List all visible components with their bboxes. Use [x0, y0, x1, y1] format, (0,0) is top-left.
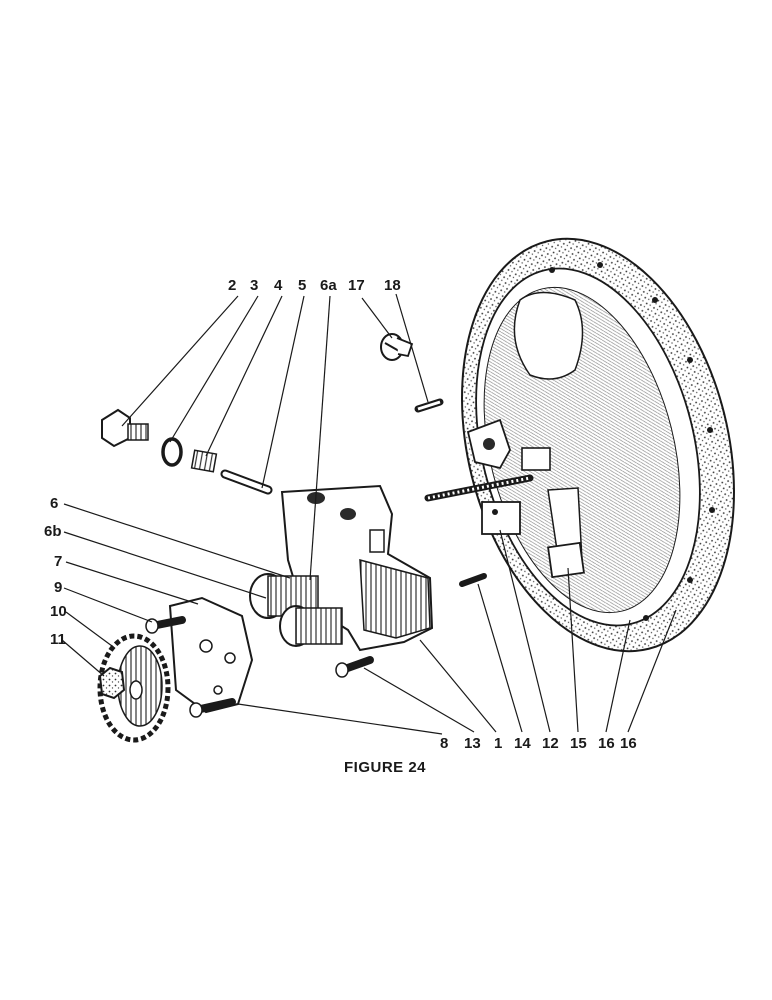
callout-2: 2	[228, 277, 236, 294]
relief-plug-2	[101, 408, 149, 448]
callout-13: 13	[464, 735, 481, 752]
callout-1: 1	[494, 735, 502, 752]
rear-cover-housing	[461, 237, 735, 653]
pin-14	[459, 573, 487, 587]
callout-14: 14	[514, 735, 531, 752]
callout-6a: 6a	[320, 277, 337, 294]
bolt-9	[145, 616, 186, 634]
leader-16b	[627, 609, 677, 733]
leader-9	[63, 587, 153, 623]
pump-rotors	[249, 573, 343, 647]
leader-10	[65, 611, 113, 647]
leader-15	[567, 567, 579, 733]
cover-lug-top	[521, 447, 551, 471]
leader-lines	[61, 293, 677, 735]
callout-4: 4	[274, 277, 283, 294]
spring-4	[190, 449, 218, 473]
plunger-5	[220, 469, 273, 495]
leader-3	[169, 295, 259, 443]
leader-11	[61, 639, 105, 677]
cover-bracket-15	[547, 541, 585, 579]
pin-18	[414, 398, 444, 413]
bolt-8	[189, 698, 236, 718]
callout-6: 6	[50, 495, 58, 512]
callout-7: 7	[54, 553, 62, 570]
screw-17	[380, 333, 414, 361]
leader-1	[419, 639, 497, 733]
callout-labels: 2 3 4 5 6a 17 18 6 6b 7 9 10 11 8 13 1 1…	[44, 277, 637, 752]
callout-5: 5	[298, 277, 306, 294]
leader-8	[237, 703, 443, 735]
leader-17	[361, 297, 393, 339]
leader-13	[363, 667, 475, 733]
callout-10: 10	[50, 603, 67, 620]
leader-14	[477, 583, 523, 733]
leader-7	[65, 561, 199, 605]
callout-16b: 16	[620, 735, 637, 752]
leader-2	[121, 295, 239, 427]
callout-18: 18	[384, 277, 401, 294]
nut-11	[98, 666, 126, 700]
leader-6a	[309, 295, 331, 581]
leader-18	[395, 293, 429, 403]
leader-5	[261, 295, 305, 489]
long-stud	[424, 474, 534, 502]
callout-17: 17	[348, 277, 365, 294]
callout-9: 9	[54, 579, 62, 596]
callout-15: 15	[570, 735, 587, 752]
leader-16a	[605, 619, 631, 733]
leader-4	[205, 295, 283, 457]
callout-12: 12	[542, 735, 559, 752]
bolt-13	[335, 656, 374, 678]
bracket-12	[481, 501, 521, 535]
callout-11: 11	[50, 631, 66, 648]
callout-6b: 6b	[44, 523, 62, 540]
callout-16a: 16	[598, 735, 615, 752]
leader-12	[499, 529, 551, 733]
leader-6b	[63, 531, 267, 599]
callout-8: 8	[440, 735, 448, 752]
pump-cover-plate	[168, 596, 254, 714]
callout-3: 3	[250, 277, 258, 294]
figure-caption: FIGURE 24	[344, 759, 426, 776]
washer-3	[161, 437, 183, 467]
cover-cutout	[513, 291, 584, 380]
leader-6	[63, 503, 291, 579]
drive-gear-10	[97, 633, 171, 743]
